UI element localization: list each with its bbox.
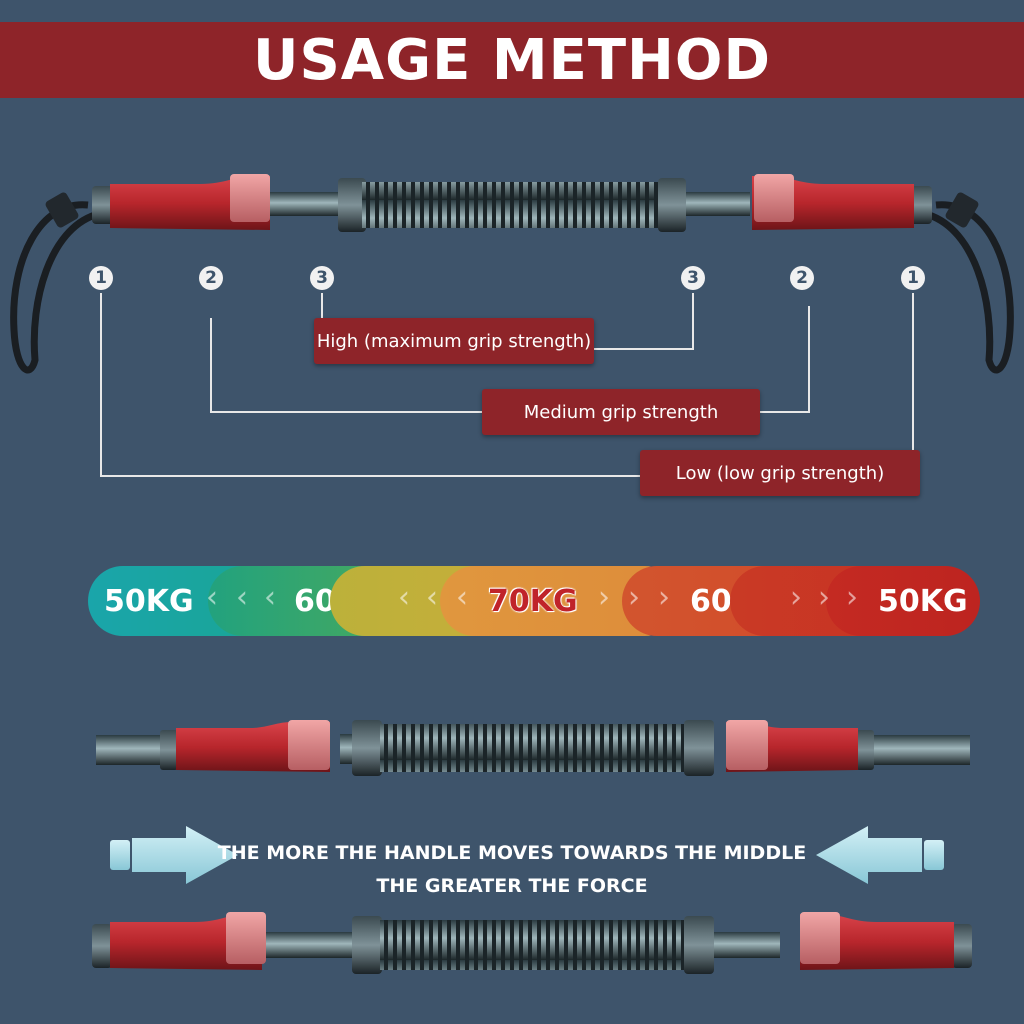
chevron-left-icon: ‹	[456, 580, 468, 615]
page-title: USAGE METHOD	[253, 27, 771, 93]
chevron-right-icon: ›	[846, 580, 858, 615]
chevron-right-icon: ›	[818, 580, 830, 615]
left-arrow-icon	[110, 826, 238, 884]
caption-line-2: THE GREATER THE FORCE	[376, 875, 648, 897]
chevron-left-icon: ‹	[264, 580, 276, 615]
force-label-5: 50KG	[878, 583, 968, 619]
chevron-right-icon: ›	[790, 580, 802, 615]
middle-grip	[96, 720, 970, 776]
marker-1-right: 1	[901, 266, 925, 290]
chevron-right-icon: ›	[598, 580, 610, 615]
chevron-left-icon: ‹	[426, 580, 438, 615]
level-connectors	[100, 293, 914, 477]
level-high-label: High (maximum grip strength)	[314, 318, 594, 364]
caption-line-1: THE MORE THE HANDLE MOVES TOWARDS THE MI…	[217, 842, 807, 864]
force-label-1: 50KG	[104, 583, 194, 619]
chevron-left-icon: ‹	[398, 580, 410, 615]
chevron-left-icon: ‹	[236, 580, 248, 615]
right-arrow-icon	[816, 826, 944, 884]
marker-2-right: 2	[790, 266, 814, 290]
force-label-3: 70KG	[488, 583, 578, 619]
top-grip	[10, 174, 1014, 374]
chevron-left-icon: ‹	[206, 580, 218, 615]
chevron-right-icon: ›	[658, 580, 670, 615]
marker-3-right: 3	[681, 266, 705, 290]
title-banner: USAGE METHOD	[0, 22, 1024, 98]
marker-2-left: 2	[199, 266, 223, 290]
level-medium-label: Medium grip strength	[482, 389, 760, 435]
marker-1-left: 1	[89, 266, 113, 290]
marker-3-left: 3	[310, 266, 334, 290]
chevron-right-icon: ›	[628, 580, 640, 615]
level-low-label: Low (low grip strength)	[640, 450, 920, 496]
force-pill-5: 50KG	[826, 566, 980, 636]
bottom-grip	[92, 912, 972, 974]
